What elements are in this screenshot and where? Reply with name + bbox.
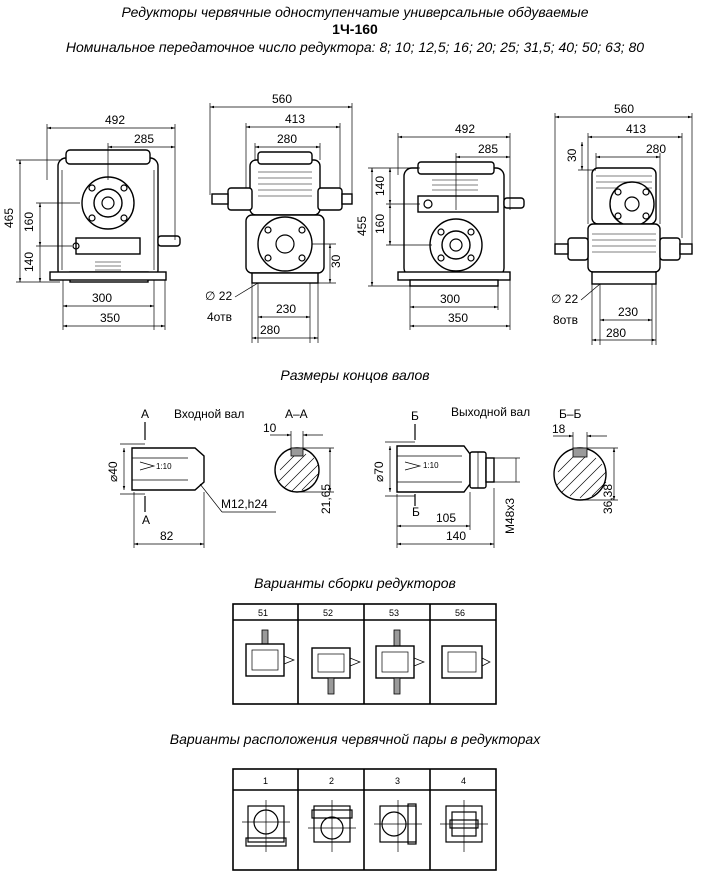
assembly-title: Варианты сборки редукторов xyxy=(254,575,456,591)
output-shaft-label: Выходной вал xyxy=(451,405,530,419)
output-depth: 36,38 xyxy=(601,484,615,514)
output-section-letter-top: Б xyxy=(411,409,419,423)
model-title: 1Ч-160 xyxy=(332,21,378,37)
input-section-letter-top: А xyxy=(141,407,149,421)
output-len2: 140 xyxy=(446,529,466,543)
output-thread: M48x3 xyxy=(503,498,517,534)
v4-hole-count: 8отв xyxy=(553,313,578,327)
output-section-title: Б–Б xyxy=(559,407,582,421)
v4-dim-30: 30 xyxy=(565,148,579,162)
input-thread: M12,h24 xyxy=(221,497,268,511)
output-dia: ⌀70 xyxy=(372,461,386,482)
v1-dim-492: 492 xyxy=(105,113,125,127)
v4-dim-280b: 280 xyxy=(606,326,626,340)
view-1-front: 492 285 465 160 140 300 350 xyxy=(2,113,181,330)
v3-dim-285: 285 xyxy=(478,142,498,156)
worm-variant-2: 2 xyxy=(329,776,334,786)
input-shaft-drawing: Входной вал А А 1:10 ⌀40 M12,h24 82 А–А … xyxy=(106,407,334,548)
v4-dim-560: 560 xyxy=(614,102,634,116)
input-section-letter-bottom: А xyxy=(142,513,150,527)
v4-dim-280: 280 xyxy=(646,142,666,156)
v3-dim-492: 492 xyxy=(455,122,475,136)
v3-dim-160: 160 xyxy=(373,214,387,234)
v2-dim-280b: 280 xyxy=(260,323,280,337)
output-section-letter-bottom: Б xyxy=(412,505,420,519)
v4-hole-dia: ∅ 22 xyxy=(551,292,578,306)
assembly-variant-53: 53 xyxy=(389,608,399,618)
v2-dim-30: 30 xyxy=(329,254,343,268)
input-len: 82 xyxy=(160,529,174,543)
v4-dim-413: 413 xyxy=(626,122,646,136)
output-taper: 1:10 xyxy=(423,461,439,470)
worm-variant-4: 4 xyxy=(461,776,466,786)
v1-dim-160: 160 xyxy=(22,212,36,232)
v2-dim-230: 230 xyxy=(276,302,296,316)
v2-hole-count: 4отв xyxy=(207,310,232,324)
v4-dim-230: 230 xyxy=(618,305,638,319)
output-len1: 105 xyxy=(436,511,456,525)
input-key: 10 xyxy=(263,421,277,435)
worm-variant-1: 1 xyxy=(263,776,268,786)
view-4-side: 560 413 30 280 ∅ 22 8отв 230 280 xyxy=(551,102,693,345)
output-shaft-drawing: Выходной вал Б Б 1:10 ⌀70 M48x3 105 140 … xyxy=(372,405,618,548)
view-3-front: 492 285 140 455 160 300 350 xyxy=(355,122,525,330)
input-dia: ⌀40 xyxy=(106,461,120,482)
v2-hole-dia: ∅ 22 xyxy=(205,289,232,303)
v3-dim-300: 300 xyxy=(440,292,460,306)
assembly-variant-51: 51 xyxy=(258,608,268,618)
worm-variant-3: 3 xyxy=(395,776,400,786)
v1-dim-465: 465 xyxy=(2,208,16,228)
v3-dim-140: 140 xyxy=(373,176,387,196)
v2-dim-413: 413 xyxy=(285,112,305,126)
assembly-variant-56: 56 xyxy=(455,608,465,618)
input-depth: 21,65 xyxy=(319,484,333,514)
v3-dim-350: 350 xyxy=(448,311,468,325)
view-2-side: 560 413 280 30 ∅ 22 4отв 230 280 xyxy=(205,92,353,343)
v1-dim-350: 350 xyxy=(100,311,120,325)
v1-dim-140: 140 xyxy=(22,252,36,272)
assembly-variant-52: 52 xyxy=(323,608,333,618)
worm-variants-grid: 1 2 3 4 xyxy=(232,768,497,871)
shaft-ends-title: Размеры концов валов xyxy=(280,367,430,383)
worm-title: Варианты расположения червячной пары в р… xyxy=(169,731,541,747)
v1-dim-285: 285 xyxy=(134,132,154,146)
assembly-variants-grid: 51 52 53 56 xyxy=(232,603,497,705)
ratio-line: Номинальное передаточное число редуктора… xyxy=(65,39,645,55)
v2-dim-280: 280 xyxy=(277,132,297,146)
v3-dim-455: 455 xyxy=(355,216,369,236)
output-key: 18 xyxy=(552,422,566,436)
input-taper: 1:10 xyxy=(156,462,172,471)
v2-dim-560: 560 xyxy=(272,92,292,106)
v1-dim-300: 300 xyxy=(92,291,112,305)
title-line-1: Редукторы червячные одноступенчатые унив… xyxy=(121,4,589,20)
input-shaft-label: Входной вал xyxy=(174,407,244,421)
input-section-title: А–А xyxy=(285,407,308,421)
